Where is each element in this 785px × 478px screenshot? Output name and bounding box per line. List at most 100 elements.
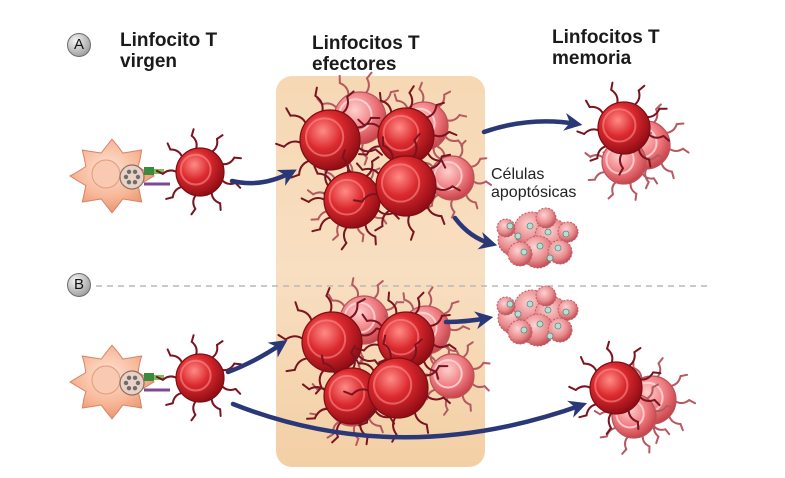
granule	[127, 170, 131, 174]
receptor-tip	[581, 357, 584, 364]
receptor-tip	[638, 422, 639, 429]
receptor-tip	[166, 197, 173, 199]
naive-t-cell-b	[157, 335, 241, 420]
apoptotic-body	[547, 333, 553, 339]
receptor-tip	[404, 293, 405, 300]
receptor-tip	[659, 358, 663, 363]
receptor-tip	[388, 293, 389, 301]
granule	[133, 376, 137, 380]
receptor-tip	[191, 415, 195, 420]
receptor-tip	[217, 341, 223, 345]
receptor-tip	[681, 375, 688, 376]
receptor-tip	[352, 278, 353, 285]
receptor-tip	[363, 235, 364, 242]
header-naive: Linfocito T virgen	[120, 30, 217, 72]
receptor-tip	[480, 158, 486, 159]
receptor-tip	[286, 370, 294, 371]
apoptotic-body	[545, 229, 551, 235]
receptor-tip	[601, 437, 607, 438]
receptor-tip	[460, 115, 467, 116]
apoptotic-body	[537, 243, 543, 249]
apoptotic-fragment	[508, 320, 532, 344]
receptor-tip	[192, 335, 194, 341]
apoptotic-body	[515, 233, 521, 239]
receptor-tip	[375, 237, 376, 245]
granule	[124, 381, 128, 385]
apoptotic-body	[545, 307, 551, 313]
apoptotic-cells-b	[497, 286, 578, 346]
receptor-tip	[585, 153, 590, 157]
receptor-tip	[677, 123, 684, 124]
receptor-tip	[636, 194, 637, 200]
header-effector: Linfocitos T efectores	[312, 33, 420, 75]
receptor-tip	[609, 194, 614, 198]
apoptotic-body	[547, 255, 553, 261]
granule	[127, 376, 131, 380]
apoptotic-body	[507, 301, 513, 307]
receptor-tip	[667, 406, 673, 407]
receptor-tip	[607, 342, 609, 349]
granule	[124, 175, 128, 179]
receptor-tip	[485, 386, 489, 390]
receptor-tip	[577, 131, 584, 134]
receptor-tip	[595, 411, 600, 414]
apc-nucleus	[92, 366, 120, 394]
receptor-tip	[689, 400, 695, 403]
naive-t-cell-a	[157, 129, 241, 214]
arrow-naive-to-effector-b	[228, 343, 283, 372]
apoptotic-body	[507, 223, 513, 229]
receptor-tip	[611, 83, 612, 90]
receptor-tip	[442, 315, 450, 316]
granule	[136, 175, 140, 179]
receptor-tip	[217, 135, 223, 139]
granule	[133, 170, 137, 174]
receptor-tip	[646, 182, 649, 188]
receptor-tip	[234, 158, 241, 159]
receptor-tip	[192, 129, 194, 135]
apoptotic-body	[555, 323, 561, 329]
panel-badge-a: A	[67, 33, 91, 57]
apoptotic-body	[555, 245, 561, 251]
receptor-tip	[168, 143, 171, 149]
granule	[127, 180, 131, 184]
apoptotic-body	[537, 321, 543, 327]
receptor-tip	[634, 348, 640, 352]
receptor-tip	[483, 363, 489, 364]
granule	[133, 386, 137, 390]
receptor-tip	[665, 429, 669, 434]
receptor-tip	[656, 437, 658, 443]
apc-cell-a	[70, 139, 170, 213]
apc-nucleus	[92, 160, 120, 188]
receptor-tip	[391, 91, 398, 92]
panel-badge-b: B	[67, 273, 91, 297]
receptor-tip	[234, 364, 241, 365]
receptor-tip	[639, 86, 645, 91]
mhc-molecule	[144, 167, 154, 175]
apc-cell-b	[70, 345, 170, 419]
receptor-tip	[236, 389, 241, 394]
receptor-tip	[622, 449, 626, 454]
granule	[133, 180, 137, 184]
apoptotic-body	[527, 301, 533, 307]
header-memory: Linfocitos T memoria	[552, 27, 660, 69]
apoptotic-body	[521, 327, 527, 333]
apoptotic-fragment	[508, 242, 532, 266]
label-apoptotic: Células apoptósicas	[491, 166, 576, 202]
antigen-granules	[120, 371, 144, 395]
receptor-tip	[649, 160, 650, 167]
receptor-tip	[427, 425, 428, 433]
receptor-tip	[166, 403, 173, 405]
apoptotic-body	[515, 311, 521, 317]
receptor-tip	[590, 158, 597, 160]
receptor-tip	[586, 101, 590, 107]
apoptotic-fragment	[536, 286, 556, 306]
receptor-tip	[569, 387, 576, 390]
apoptotic-fragment	[536, 208, 556, 228]
receptor-tip	[191, 209, 195, 214]
apoptotic-cells-a	[497, 208, 578, 268]
antigen-granules	[120, 165, 144, 189]
receptor-tip	[683, 149, 689, 153]
receptor-tip	[672, 172, 674, 178]
apoptotic-body	[563, 309, 569, 315]
